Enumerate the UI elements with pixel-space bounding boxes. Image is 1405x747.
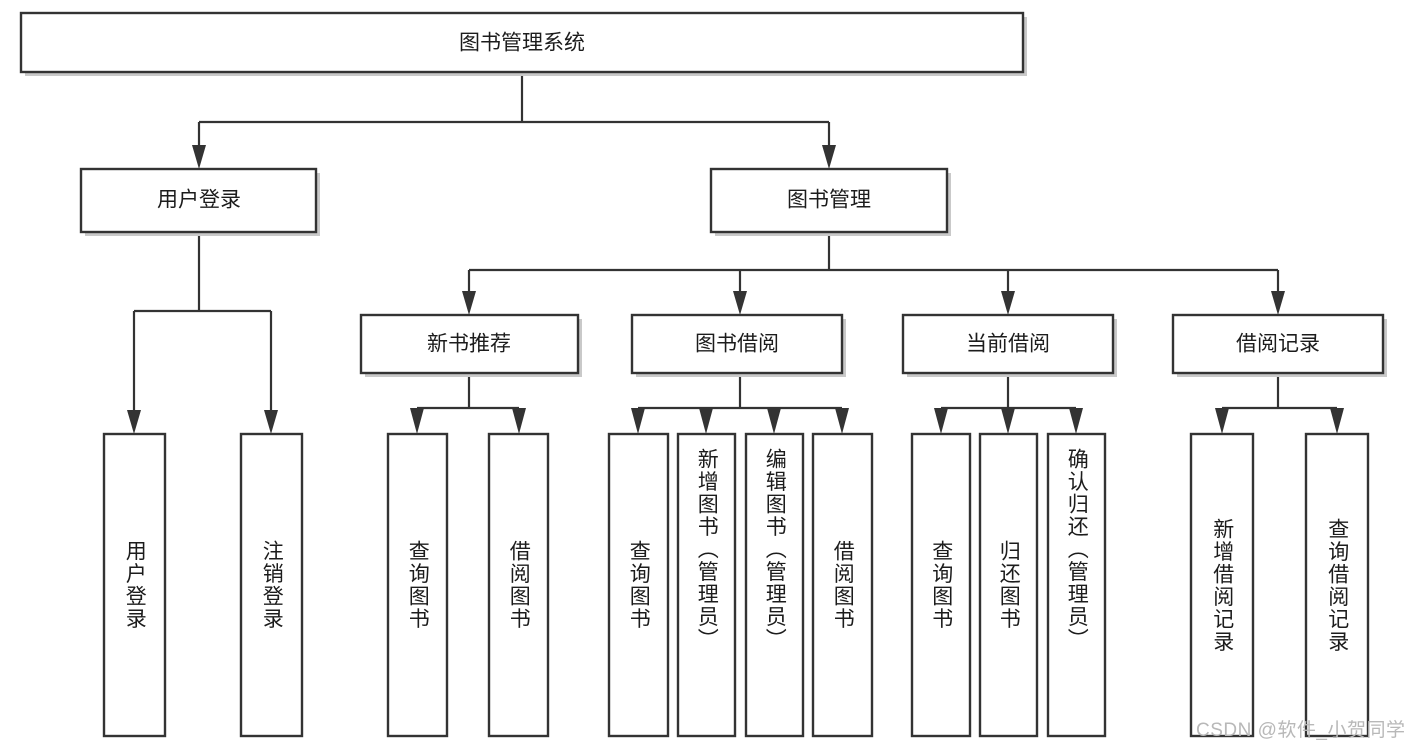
- arrow-head-leaf-borrow-book-1: [512, 408, 526, 434]
- node-book-manage-label: 图书管理: [787, 189, 871, 212]
- leaf-box-logout[interactable]: [239, 432, 304, 738]
- leaf-box-add-book[interactable]: [676, 432, 737, 738]
- leaf-box-add-record[interactable]: [1189, 432, 1255, 738]
- arrow-head-leaf-query-record: [1330, 408, 1344, 434]
- node-root-label: 图书管理系统: [459, 32, 585, 55]
- node-book-manage-box[interactable]: [709, 167, 949, 234]
- arrow-head-book-manage: [822, 145, 836, 169]
- connector-group-borrow-record: [1215, 375, 1344, 434]
- leaf-box-edit-book[interactable]: [744, 432, 805, 738]
- leaf-box-query-book-3[interactable]: [910, 432, 972, 738]
- leaf-box-query-book-1[interactable]: [386, 432, 449, 738]
- connector-group-book-borrow: [631, 375, 849, 434]
- leaf-box-borrow-book-1[interactable]: [487, 432, 550, 738]
- arrow-head-leaf-user-login: [127, 410, 141, 434]
- csdn-watermark: CSDN @软件_小贺同学: [1196, 720, 1405, 741]
- node-current-borrow-label: 当前借阅: [966, 333, 1050, 356]
- arrow-head-leaf-query-book-3: [934, 408, 948, 434]
- arrow-head-new-book-rec: [462, 291, 476, 315]
- arrow-head-book-borrow: [733, 291, 747, 315]
- node-current-borrow-box[interactable]: [901, 313, 1115, 375]
- node-book-borrow[interactable]: 图书借阅: [630, 313, 846, 377]
- leaf-box-confirm-return[interactable]: [1046, 432, 1107, 738]
- arrow-head-leaf-add-book: [699, 408, 713, 434]
- leaf-node-group: [102, 432, 1370, 738]
- node-root[interactable]: 图书管理系统: [19, 11, 1027, 76]
- arrow-head-leaf-query-book-2: [631, 408, 645, 434]
- node-user-login-label: 用户登录: [157, 189, 241, 212]
- leaf-box-query-record[interactable]: [1304, 432, 1370, 738]
- arrow-head-leaf-edit-book: [767, 408, 781, 434]
- arrow-head-borrow-record: [1271, 291, 1285, 315]
- node-book-manage[interactable]: 图书管理: [709, 167, 951, 236]
- leaf-box-borrow-book-2[interactable]: [811, 432, 874, 738]
- connector-group-user-login: [127, 232, 278, 434]
- arrow-head-current-borrow: [1001, 291, 1015, 315]
- node-borrow-record-label: 借阅记录: [1236, 333, 1320, 356]
- node-root-box[interactable]: [19, 11, 1025, 74]
- leaf-box-query-book-2[interactable]: [607, 432, 670, 738]
- node-user-login-box[interactable]: [79, 167, 318, 234]
- arrow-head-leaf-logout: [264, 410, 278, 434]
- node-new-book-rec[interactable]: 新书推荐: [359, 313, 582, 377]
- arrow-head-user-login: [192, 145, 206, 169]
- leaf-box-user-login[interactable]: [102, 432, 167, 738]
- node-borrow-record-box[interactable]: [1171, 313, 1385, 375]
- connector-group-book-manage: [462, 232, 1285, 315]
- node-borrow-record[interactable]: 借阅记录: [1171, 313, 1387, 377]
- node-book-borrow-label: 图书借阅: [695, 333, 779, 356]
- arrow-head-leaf-return-book: [1001, 408, 1015, 434]
- connector-group-root: [192, 74, 836, 169]
- node-new-book-rec-label: 新书推荐: [427, 333, 511, 356]
- node-user-login[interactable]: 用户登录: [79, 167, 320, 236]
- arrow-head-leaf-add-record: [1215, 408, 1229, 434]
- arrow-head-leaf-confirm-return: [1069, 408, 1083, 434]
- leaf-box-return-book[interactable]: [978, 432, 1039, 738]
- arrow-head-leaf-borrow-book-2: [835, 408, 849, 434]
- arrow-head-leaf-query-book-1: [410, 408, 424, 434]
- node-book-borrow-box[interactable]: [630, 313, 844, 375]
- node-new-book-rec-box[interactable]: [359, 313, 580, 375]
- connector-group-new-book-rec: [410, 375, 526, 434]
- connector-group-current-borrow: [934, 375, 1083, 434]
- node-current-borrow[interactable]: 当前借阅: [901, 313, 1117, 377]
